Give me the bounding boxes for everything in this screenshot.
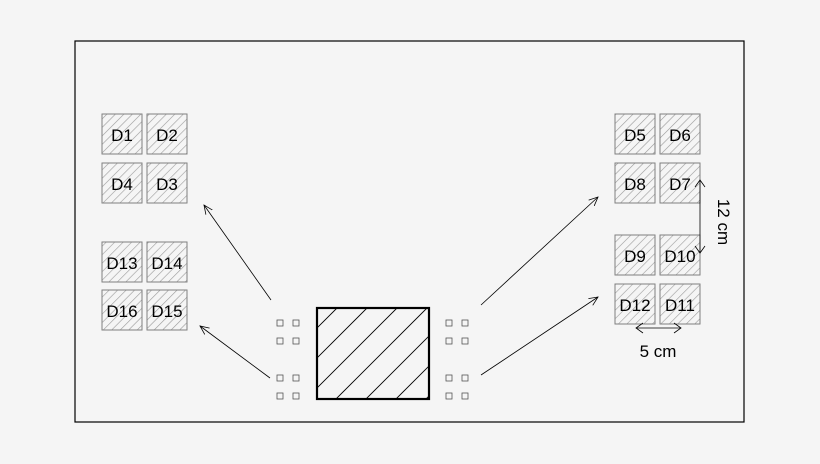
dimension-vertical-label: 12 cm	[714, 199, 733, 245]
dimension-vertical: 12 cm	[694, 179, 733, 254]
detector-d13: D13	[101, 241, 143, 283]
svg-text:D11: D11	[665, 296, 695, 315]
detector-d11: D11	[659, 283, 701, 325]
arrow-upper-left	[204, 205, 272, 301]
frame	[74, 40, 745, 423]
svg-text:D13: D13	[106, 254, 137, 273]
svg-text:D6: D6	[669, 126, 691, 145]
detector-d6: D6	[659, 113, 701, 155]
detector-d10: D10	[659, 234, 701, 276]
detector-d7: D7	[659, 162, 701, 204]
detector-d1: D1	[101, 113, 143, 155]
detector-d16: D16	[101, 289, 143, 331]
svg-text:D10: D10	[664, 247, 695, 266]
arrow-lower-right	[480, 297, 598, 376]
svg-text:D16: D16	[106, 302, 137, 321]
svg-text:D4: D4	[111, 175, 133, 194]
svg-text:D3: D3	[156, 175, 178, 194]
detector-d14: D14	[146, 241, 188, 283]
svg-text:D1: D1	[111, 126, 133, 145]
arrow-lower-left	[200, 326, 271, 379]
dimension-horizontal-label: 5 cm	[640, 342, 677, 361]
detector-d15: D15	[146, 289, 188, 331]
source-points-left-lower	[276, 374, 300, 400]
svg-text:D5: D5	[624, 126, 646, 145]
svg-text:D2: D2	[156, 126, 178, 145]
source-points-left-upper	[276, 319, 300, 345]
detector-d4: D4	[101, 162, 143, 204]
dimension-horizontal: 5 cm	[635, 322, 682, 361]
detector-d3: D3	[146, 162, 188, 204]
svg-text:D8: D8	[624, 175, 646, 194]
detector-d9: D9	[614, 234, 656, 276]
detector-d8: D8	[614, 162, 656, 204]
central-sample	[315, 306, 431, 401]
svg-text:D7: D7	[669, 175, 691, 194]
svg-text:D9: D9	[624, 247, 646, 266]
detector-d12: D12	[614, 283, 656, 325]
arrow-upper-right	[480, 197, 598, 306]
svg-text:D12: D12	[619, 296, 650, 315]
source-points-right-lower	[445, 374, 469, 400]
svg-text:D15: D15	[151, 302, 182, 321]
detector-d2: D2	[146, 113, 188, 155]
svg-text:D14: D14	[151, 254, 182, 273]
source-points-right-upper	[445, 319, 469, 345]
detector-d5: D5	[614, 113, 656, 155]
